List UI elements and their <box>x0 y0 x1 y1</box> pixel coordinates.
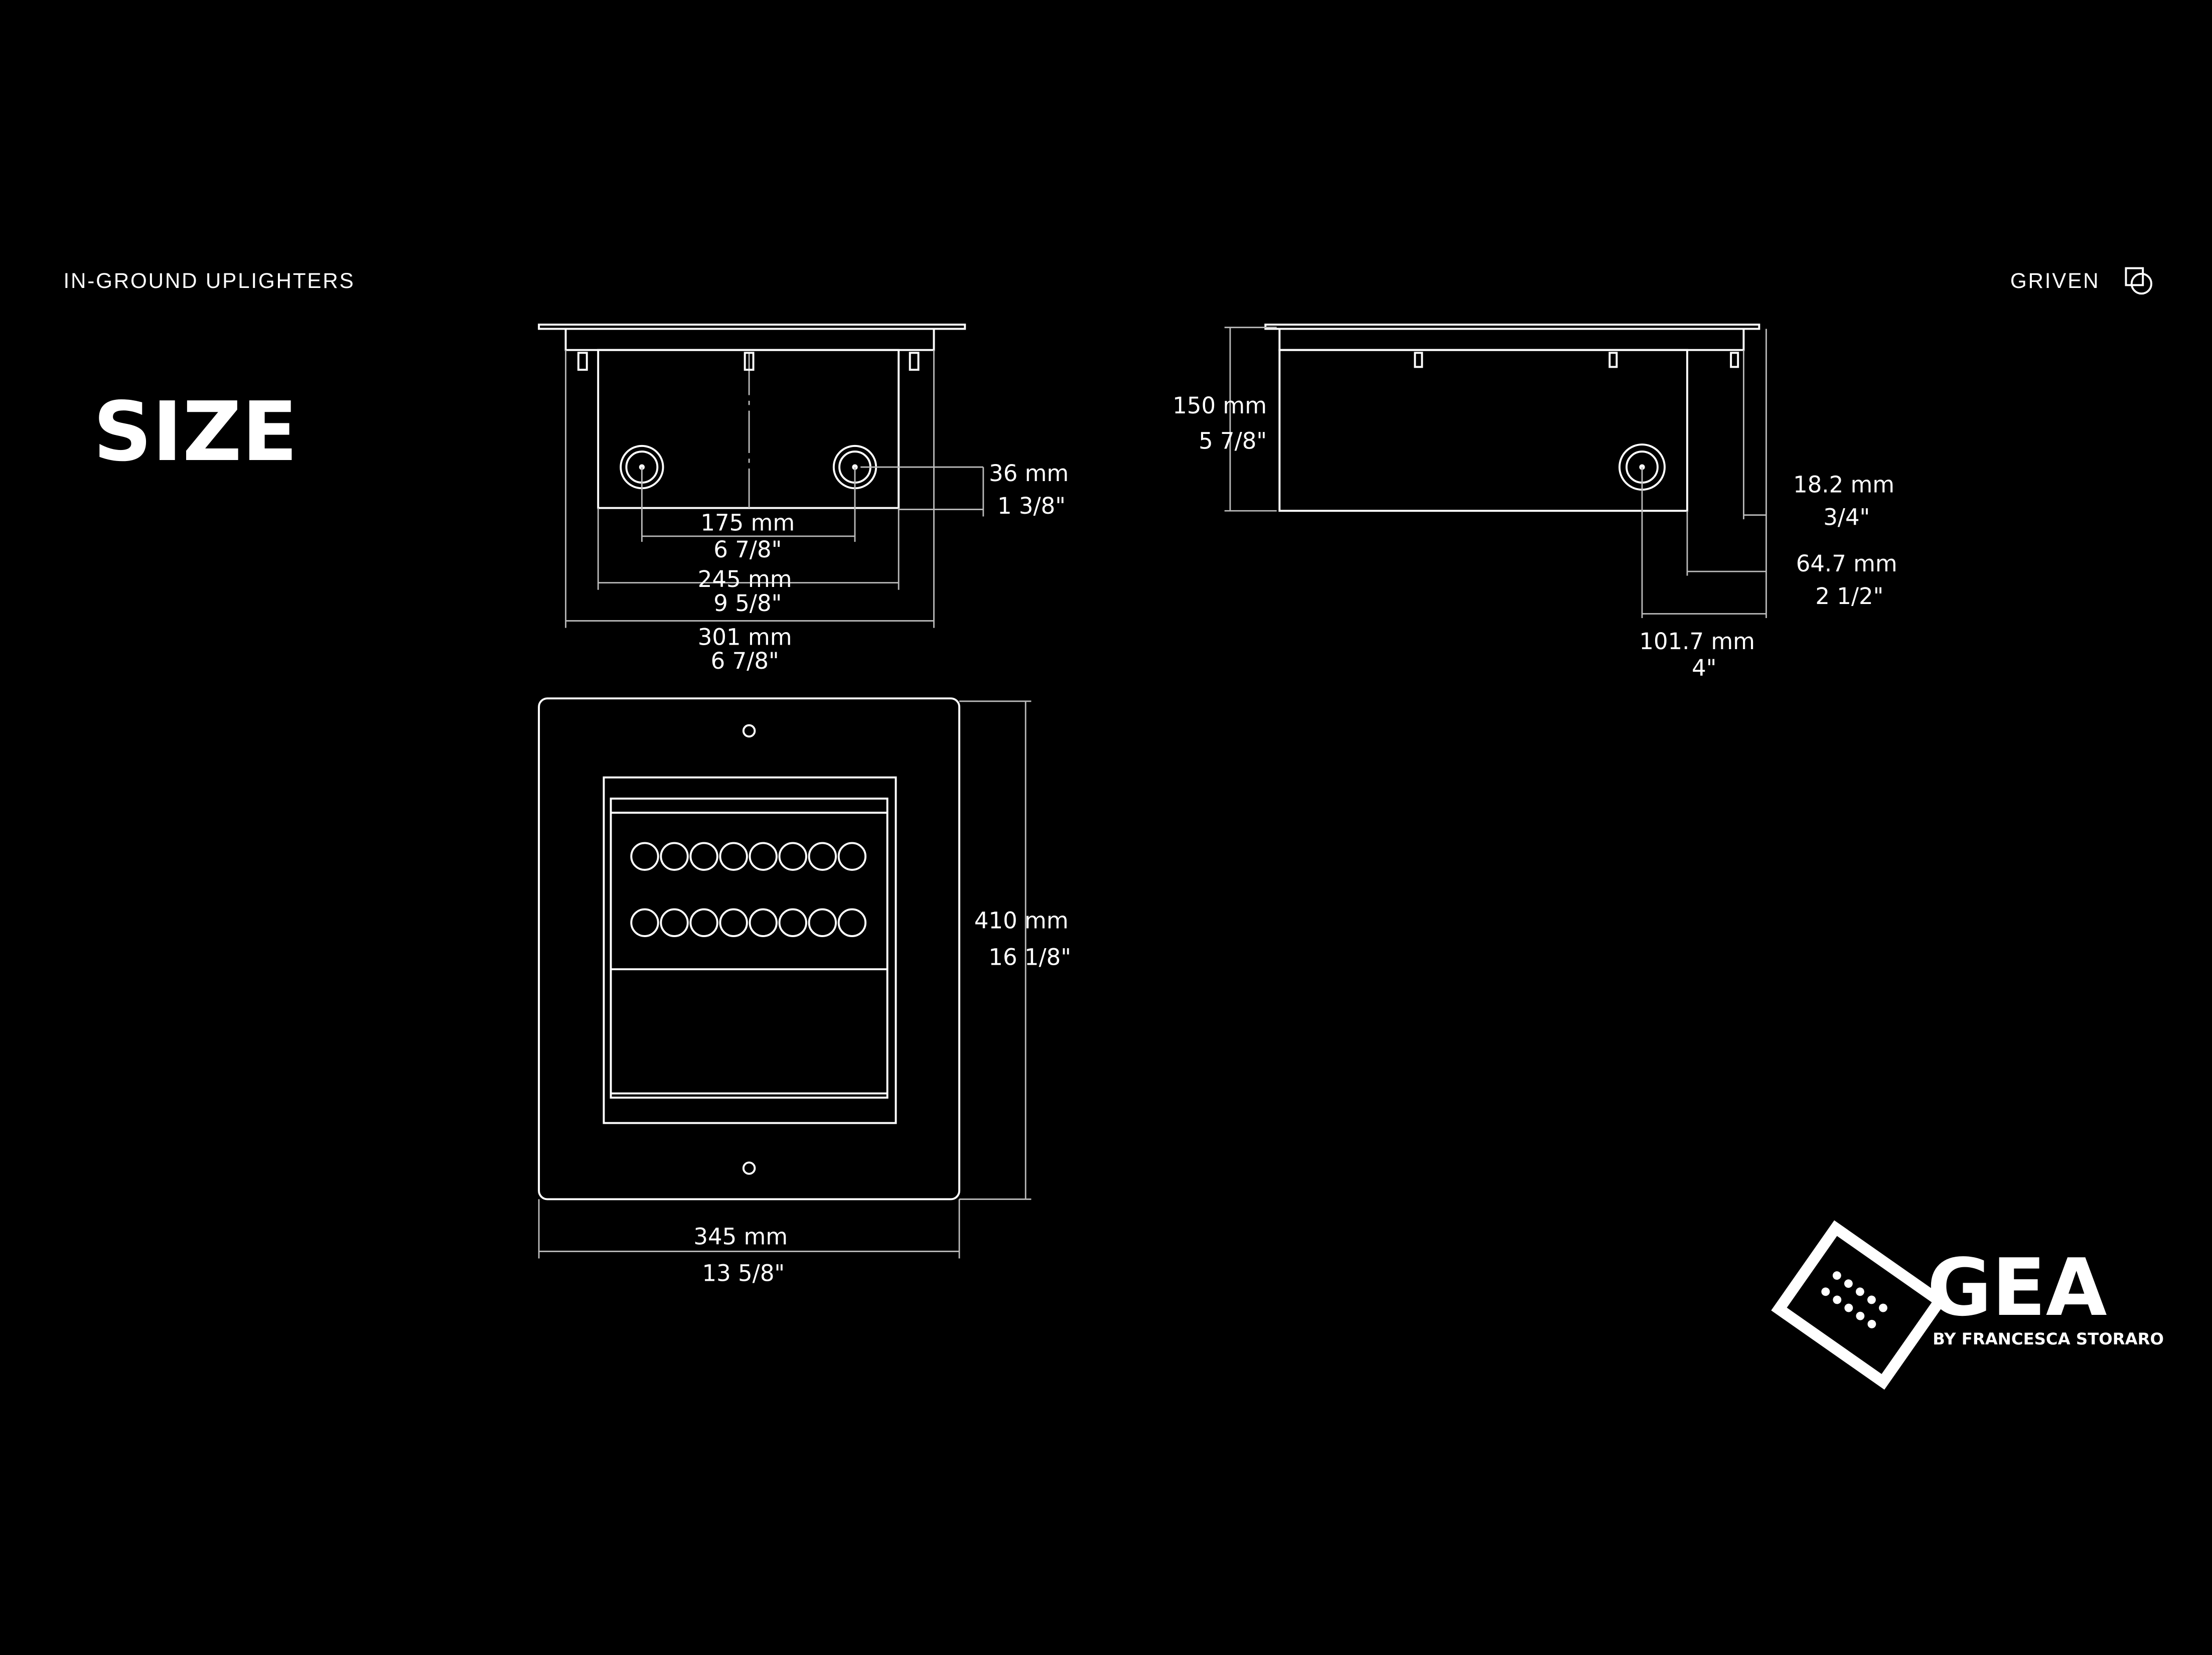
front-spacing-mm: 175 mm <box>700 510 795 536</box>
led-grid <box>630 842 867 937</box>
led-icon <box>660 908 689 937</box>
top-view-drawing <box>538 697 1031 1259</box>
side-flange-in: 3/4" <box>1823 504 1870 530</box>
led-icon <box>837 842 867 871</box>
griven-logo-icon <box>2125 267 2153 295</box>
led-icon <box>778 908 807 937</box>
gea-subtitle: BY FRANCESCA STORARO <box>1933 1329 2164 1348</box>
side-flange-mm: 18.2 mm <box>1793 472 1894 498</box>
led-icon <box>630 908 659 937</box>
led-icon <box>808 908 837 937</box>
brand-name: GRIVEN <box>2010 269 2100 292</box>
side-offset-mm: 64.7 mm <box>1796 550 1897 577</box>
front-height-mm: 36 mm <box>989 460 1069 487</box>
side-height-in: 5 7/8" <box>1199 428 1267 455</box>
page-title: SIZE <box>93 385 298 480</box>
top-width-mm: 345 mm <box>693 1223 788 1250</box>
led-icon <box>778 842 807 871</box>
side-offset-in: 2 1/2" <box>1815 583 1883 610</box>
side-depth-in: 4" <box>1692 655 1716 681</box>
brand-logo: GRIVEN <box>2010 267 2153 295</box>
led-icon <box>749 842 778 871</box>
category-label: IN-GROUND UPLIGHTERS <box>64 269 355 292</box>
front-spacing-in: 6 7/8" <box>713 536 782 563</box>
led-icon <box>660 842 689 871</box>
gea-logo: GEA BY FRANCESCA STORARO <box>1771 1220 2164 1390</box>
side-depth-mm: 101.7 mm <box>1639 628 1755 655</box>
fixture-illustration-icon <box>1771 1220 1948 1390</box>
led-icon <box>837 908 867 937</box>
led-icon <box>689 908 718 937</box>
led-icon <box>689 842 718 871</box>
led-icon <box>719 842 748 871</box>
front-body-in: 9 5/8" <box>713 590 782 617</box>
front-body-mm: 245 mm <box>698 566 792 592</box>
front-view-drawing <box>538 324 984 628</box>
top-height-mm: 410 mm <box>974 908 1069 934</box>
top-width-in: 13 5/8" <box>702 1260 785 1287</box>
led-icon <box>719 908 748 937</box>
led-icon <box>630 842 659 871</box>
front-total-mm: 301 mm <box>698 624 792 650</box>
front-height-in: 1 3/8" <box>997 493 1066 519</box>
front-total-in: 6 7/8" <box>711 648 779 674</box>
led-icon <box>749 908 778 937</box>
top-height-in: 16 1/8" <box>988 944 1071 971</box>
gea-logo-text: GEA <box>1927 1242 2107 1334</box>
side-height-mm: 150 mm <box>1172 392 1267 419</box>
led-icon <box>808 842 837 871</box>
side-view-drawing <box>1224 324 1767 618</box>
